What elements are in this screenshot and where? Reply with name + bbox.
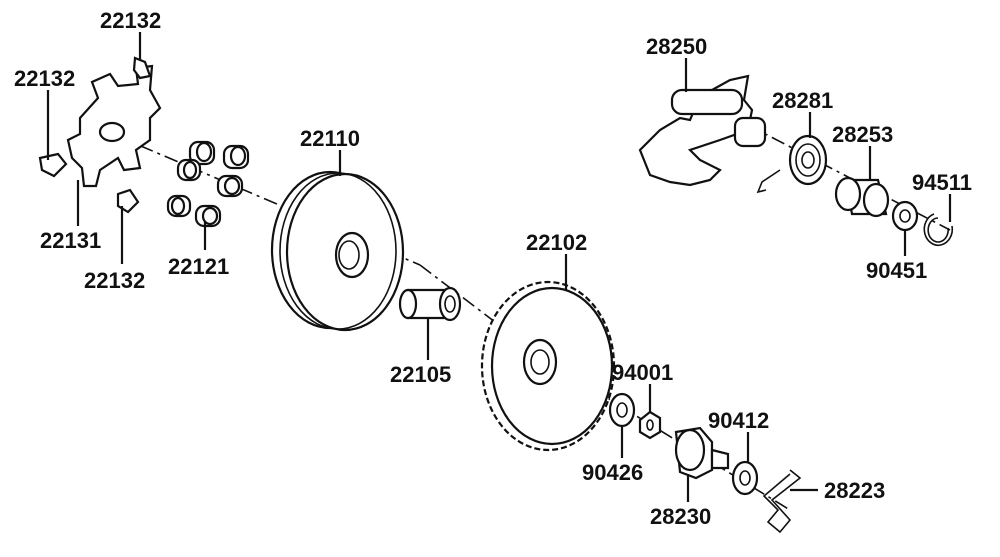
collar-bushing-part (398, 286, 462, 322)
callout-c5: 22121 (168, 254, 229, 279)
callout-c8: 22102 (526, 230, 587, 255)
washer-90426-part (608, 392, 636, 428)
callout-c6: 22110 (300, 126, 360, 151)
circlip-part (923, 213, 954, 247)
spring-clip-part (762, 469, 802, 534)
kick-spring-part (756, 134, 828, 194)
roller-weights (166, 140, 250, 228)
callout-c18: 90451 (866, 258, 927, 283)
callout-c4: 22132 (84, 268, 145, 293)
callout-c16: 28253 (832, 122, 893, 147)
nut-part (638, 410, 662, 440)
driven-gear-part (480, 280, 616, 452)
callout-c9: 94001 (612, 360, 673, 385)
kick-bushing-part (834, 176, 890, 218)
callout-c1: 22132 (100, 8, 161, 33)
ramp-plate-part (66, 64, 162, 188)
callout-c13: 28223 (824, 478, 885, 503)
kick-pinion-part (674, 426, 730, 480)
drive-pulley-part (270, 170, 405, 332)
callout-c15: 28281 (772, 88, 833, 113)
slider-piece-top (132, 56, 152, 80)
callout-c7: 22105 (390, 362, 451, 387)
callout-c3: 22131 (40, 228, 101, 253)
callout-c2: 22132 (14, 66, 75, 91)
callout-c11: 90412 (708, 408, 769, 433)
callout-c10: 90426 (582, 460, 643, 485)
callout-c17: 94511 (912, 170, 972, 195)
callout-c14: 28250 (646, 34, 707, 59)
callout-c12: 28230 (650, 504, 711, 529)
washer-90451-part (891, 200, 919, 232)
slider-piece-left (38, 152, 68, 178)
kick-shaft-part (638, 74, 767, 187)
washer-90412-part (731, 460, 759, 496)
